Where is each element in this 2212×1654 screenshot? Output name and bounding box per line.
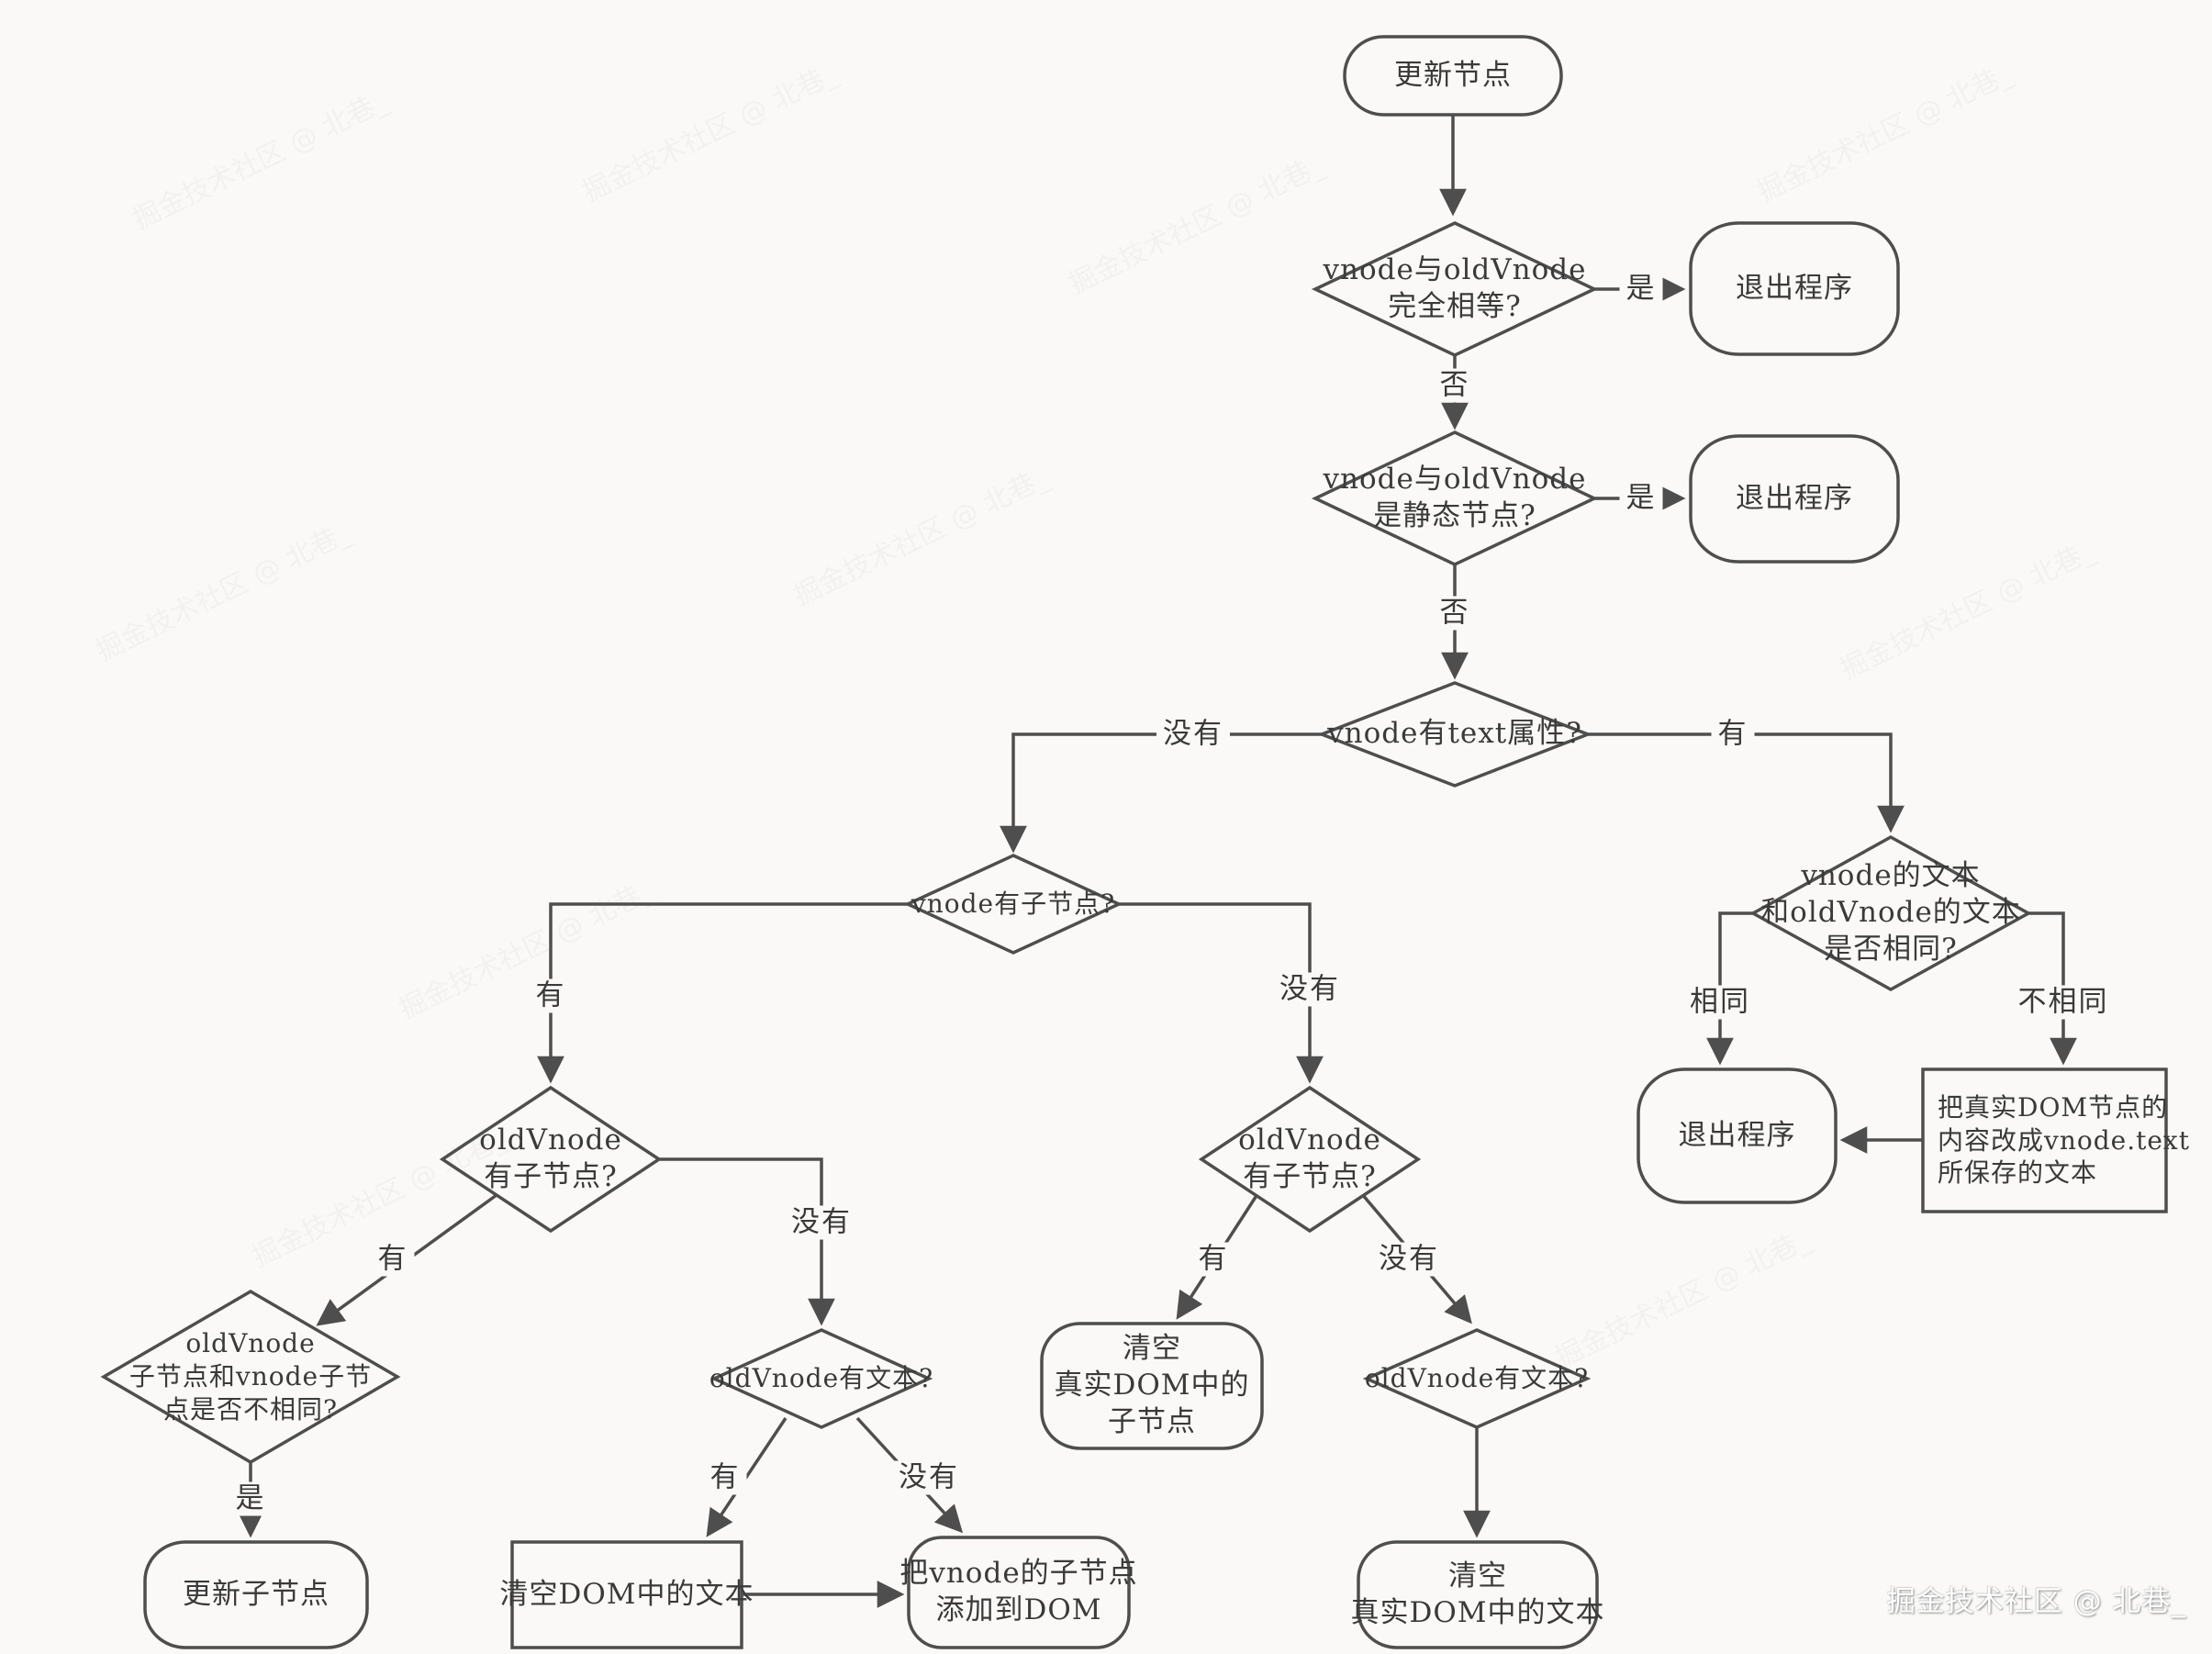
edge-label-yes-d7: 是 <box>229 1481 273 1516</box>
edge-hastext-no <box>1000 732 1322 854</box>
edge-label-no1: 否 <box>1433 368 1477 403</box>
edge-label-no-d5: 没有 <box>785 1205 858 1240</box>
clear-dom-text-shape <box>510 1540 743 1649</box>
edge-label-yes2: 是 <box>1619 481 1663 516</box>
diamond-old-children-right <box>1198 1085 1422 1234</box>
edge-label-yes-d6: 有 <box>1191 1242 1235 1277</box>
clear-real-children-shape <box>1040 1322 1264 1450</box>
edge-label-yes-d8: 有 <box>703 1460 747 1495</box>
edge-vnodechildren-yes <box>537 902 908 1084</box>
update-children-shape <box>143 1540 369 1649</box>
diamond-text-same <box>1749 834 2032 992</box>
exit3-shape <box>1637 1067 1838 1204</box>
clear-real-text-shape <box>1357 1540 1599 1649</box>
diamond-old-text-right <box>1362 1328 1592 1429</box>
edge-label-yes-d5: 有 <box>371 1242 415 1277</box>
add-children-shape <box>907 1536 1131 1649</box>
edge-label-yes1: 是 <box>1619 272 1663 307</box>
edge-vnodechildren-no <box>1119 902 1324 1084</box>
diamond-children-diff <box>100 1289 401 1465</box>
edge-label-no2: 否 <box>1433 596 1477 631</box>
edge-hastext-yes <box>1588 732 1905 833</box>
edge-oldtextleft-yes <box>706 1417 788 1537</box>
diamond-old-children-left <box>439 1085 663 1234</box>
exit2-shape <box>1689 434 1900 564</box>
diamond-static <box>1311 430 1599 566</box>
diamond-vnode-children <box>903 854 1123 955</box>
community-watermark: 掘金技术社区 @ 北巷_ <box>1886 1585 2186 1618</box>
edge-label-no-d4: 没有 <box>1273 972 1346 1007</box>
edge-label-no-d6: 没有 <box>1372 1242 1446 1277</box>
edge-label-yes-d4: 有 <box>529 978 573 1013</box>
exit1-shape <box>1689 221 1900 356</box>
edge-oldleft-no <box>659 1157 835 1326</box>
set-dom-text-shape <box>1921 1067 2168 1213</box>
start-node-shape <box>1343 35 1563 117</box>
diamond-old-text-left <box>709 1328 933 1429</box>
diamond-has-text <box>1317 681 1592 788</box>
edge-label-no-d8: 没有 <box>892 1460 966 1495</box>
edge-label-yes-d3: 有 <box>1711 717 1755 752</box>
edge-label-no-d3: 没有 <box>1156 717 1230 752</box>
edge-label-same: 相同 <box>1683 985 1757 1020</box>
diamond-equal <box>1311 221 1599 357</box>
edge-label-not-same: 不相同 <box>2011 985 2116 1020</box>
